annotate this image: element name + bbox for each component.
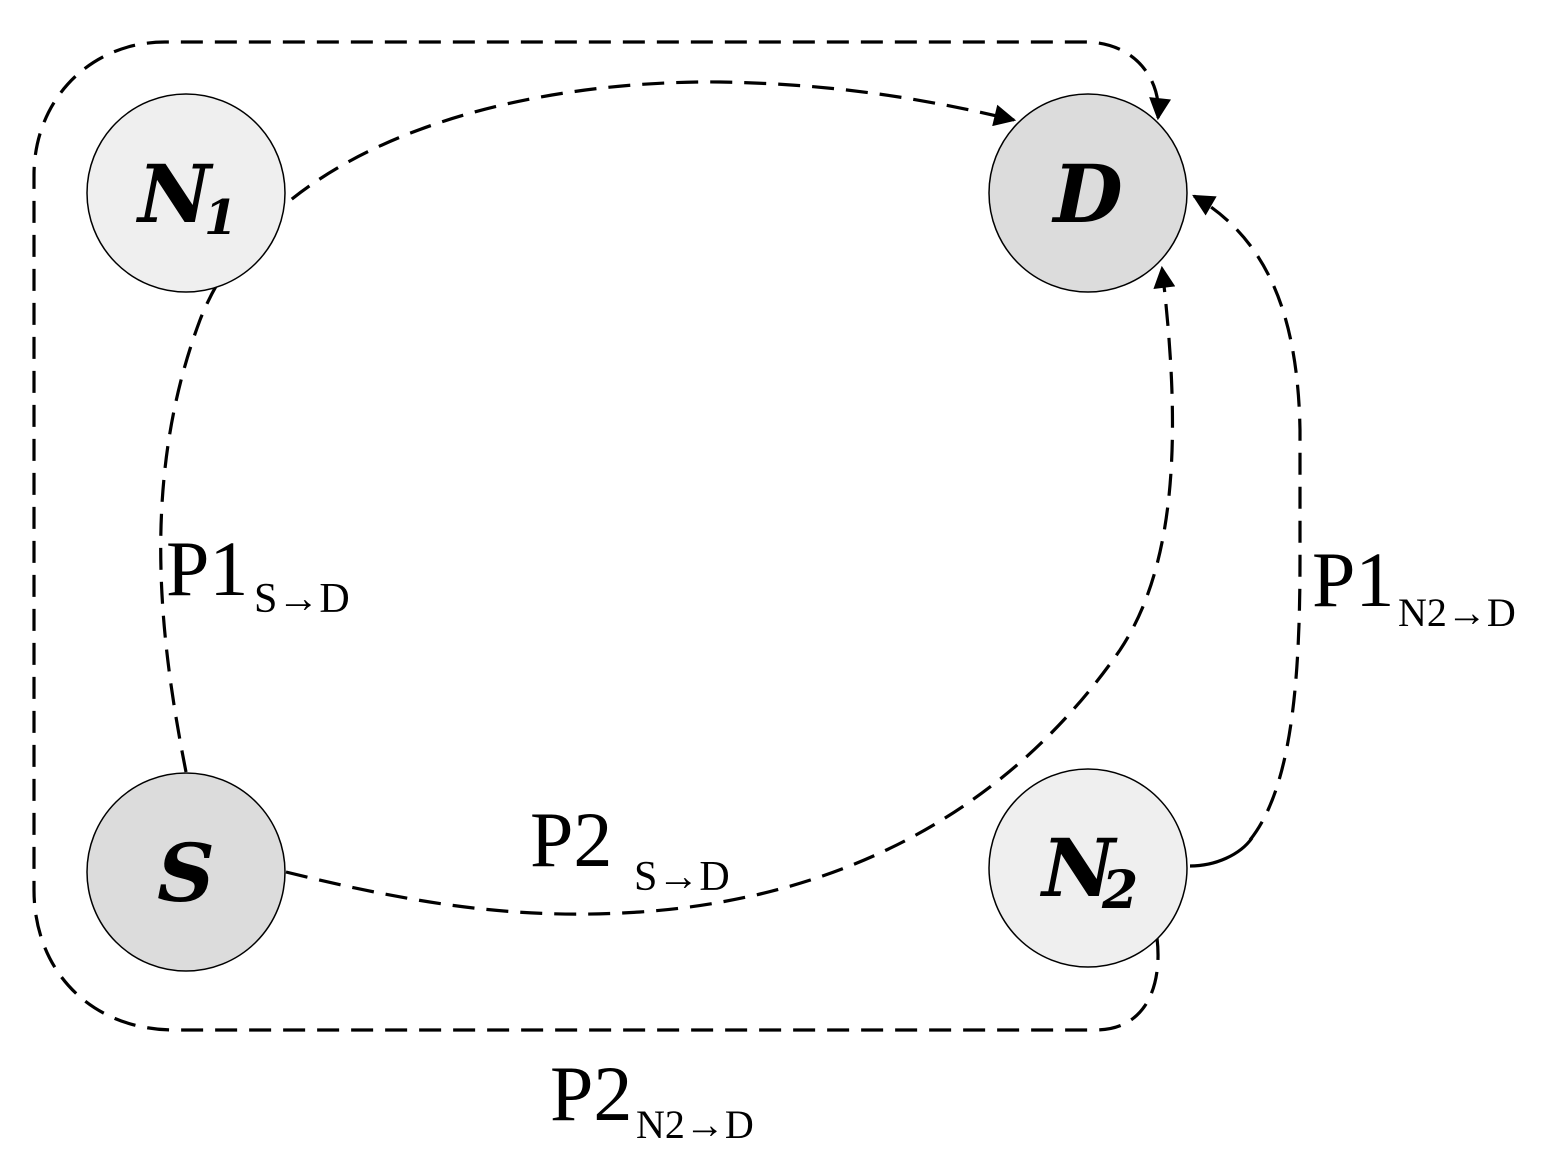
node-n1-subscript: 1 — [204, 190, 237, 246]
path-p1-n2-to-d — [1192, 194, 1302, 841]
label-p1-s-to-d-main: P1 — [166, 525, 248, 612]
node-s-label: S — [157, 826, 215, 920]
label-p1-n2-to-d-main: P1 — [1312, 536, 1394, 623]
node-n2-label: N — [1039, 821, 1118, 915]
path-p2-s-to-d — [285, 265, 1176, 916]
node-d-circle — [988, 93, 1188, 293]
label-p1-s-to-d: P1 S→D — [166, 525, 350, 622]
node-d-label: D — [1051, 147, 1122, 241]
label-p2-s-to-d: P2 S→D — [530, 796, 730, 900]
label-p2-n2-to-d: P2 N2→D — [550, 1050, 754, 1147]
label-p2-s-to-d-main: P2 — [530, 796, 612, 883]
path-p1-s-to-d — [159, 80, 1017, 773]
node-s-circle — [86, 772, 286, 972]
label-p1-n2-to-d-sub: N2→D — [1398, 590, 1516, 635]
node-n1-label: N — [135, 147, 214, 241]
label-p1-s-to-d-sub: S→D — [254, 576, 350, 622]
node-n2-circle — [988, 768, 1188, 968]
label-p2-n2-to-d-main: P2 — [550, 1050, 632, 1137]
path-p2-n2-to-d — [32, 40, 1171, 1032]
node-d: D — [988, 93, 1188, 293]
label-p2-s-to-d-sub: S→D — [634, 854, 730, 900]
node-s: S — [86, 772, 286, 972]
node-n1-circle — [86, 93, 286, 293]
path-p1-n2-to-d-start — [1189, 837, 1254, 868]
node-n2: N 2 — [988, 768, 1188, 968]
node-n1: N 1 — [86, 93, 286, 293]
label-p1-n2-to-d: P1 N2→D — [1312, 536, 1516, 635]
node-n2-subscript: 2 — [1101, 860, 1138, 921]
label-p2-n2-to-d-sub: N2→D — [636, 1102, 754, 1147]
